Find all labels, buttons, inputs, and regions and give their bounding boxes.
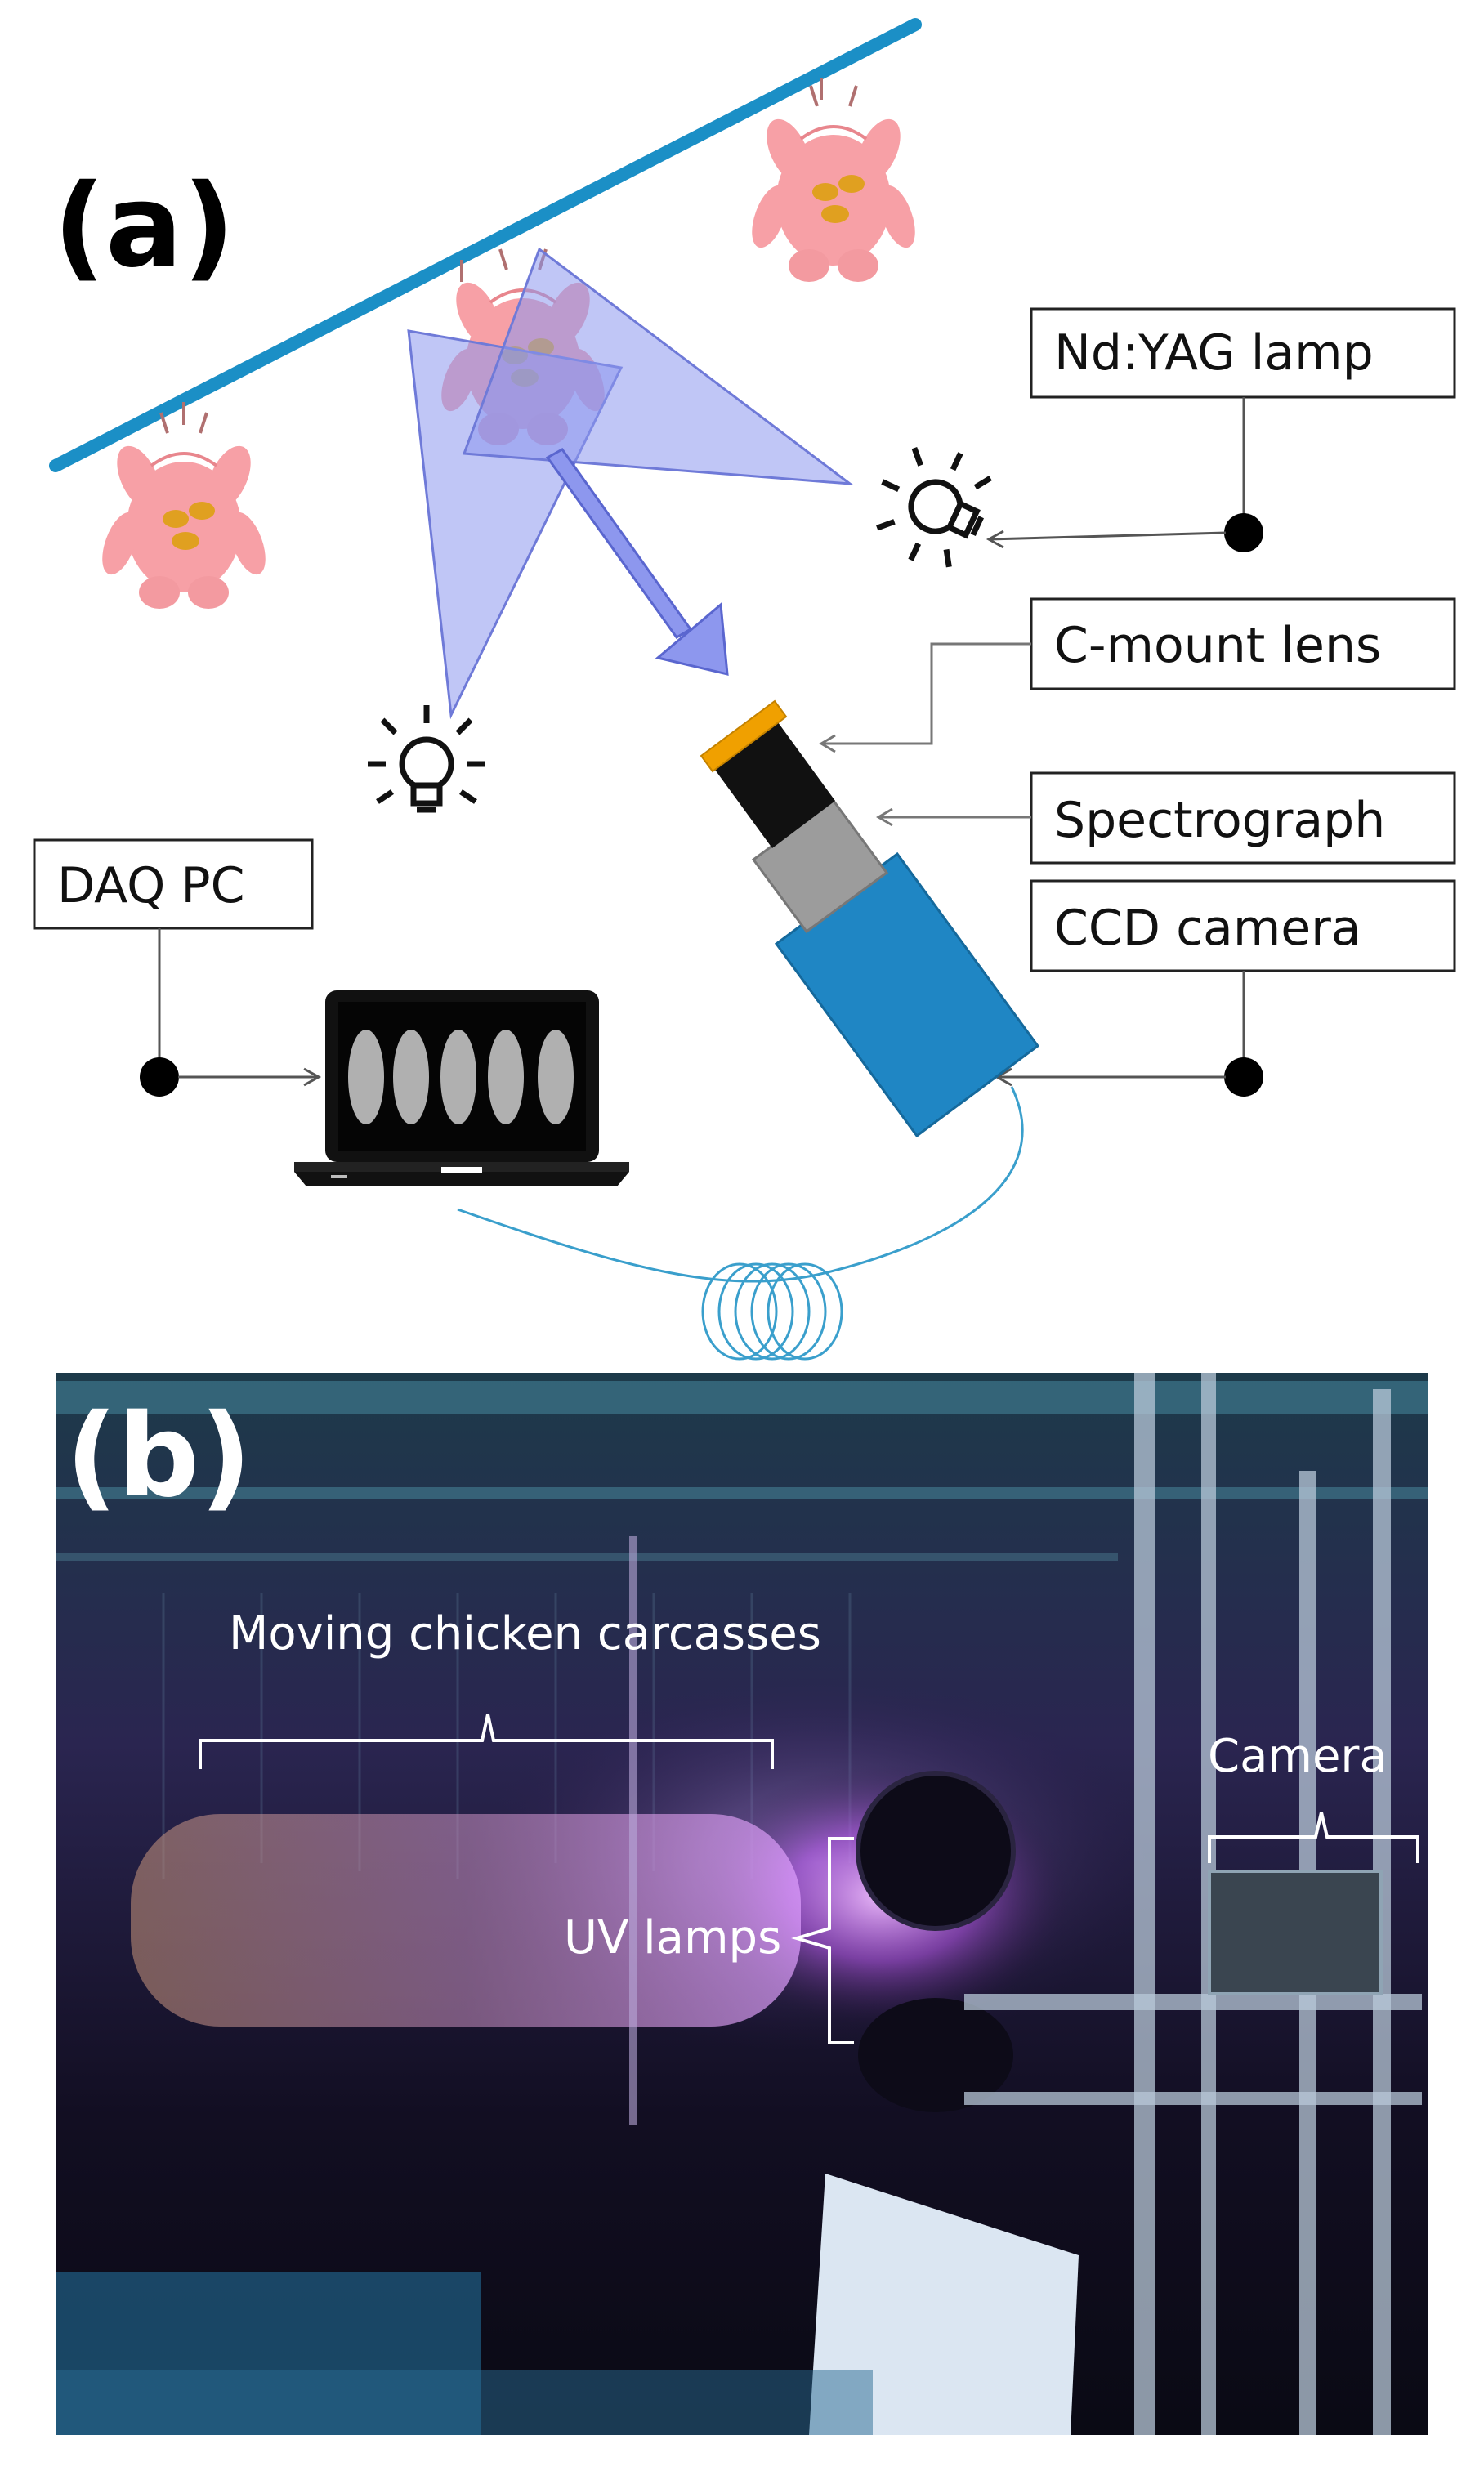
- daq-pc-box: [33, 838, 314, 930]
- ccd-camera-label: CCD camera: [1054, 900, 1361, 957]
- connector-dot: [140, 1057, 179, 1097]
- nd-yag-lamp-label: Nd:YAG lamp: [1054, 324, 1374, 382]
- connector-dot: [1224, 1057, 1263, 1097]
- panel-b: (b) Moving chicken carcasses UV lamps Ca…: [56, 1373, 1428, 2435]
- chicken-carcass-icon: [743, 84, 924, 284]
- light-beam: [462, 247, 854, 485]
- hook-icon: [182, 78, 823, 425]
- lamp-bulb-icon: [857, 428, 1002, 579]
- cable-coil: [701, 1262, 843, 1361]
- uv-lamp: [858, 1998, 1013, 2112]
- c-mount-lens-box: [1030, 597, 1456, 690]
- daq-pc-label: DAQ PC: [57, 857, 245, 914]
- panel-a: (a) Nd:YAG lamp C-m: [33, 18, 1456, 1361]
- panel-b-label: (b): [65, 1390, 252, 1523]
- c-mount-lens-label: C-mount lens: [1054, 617, 1381, 674]
- ccd-camera-box: [1030, 879, 1456, 972]
- c-mount-lens-body: [715, 722, 835, 848]
- uv-lamps-annotation: UV lamps: [564, 1911, 781, 1964]
- chicken-carcass-icon: [93, 411, 275, 610]
- fiber-cable: [457, 1086, 1024, 1283]
- emission-arrow: [545, 448, 729, 676]
- camera-bracket: [1208, 1812, 1419, 1863]
- camera-device: [1208, 1870, 1383, 1995]
- lamp-bulb-icon: [368, 705, 485, 810]
- carcasses-annotation: Moving chicken carcasses: [229, 1607, 821, 1660]
- uv-lamp: [856, 1771, 1016, 1931]
- lens-cap: [700, 699, 788, 773]
- panel-a-label: (a): [53, 160, 235, 293]
- laptop-icon: [294, 990, 629, 1186]
- connector-dot: [1224, 513, 1263, 552]
- carcasses-bracket: [199, 1714, 774, 1769]
- nd-yag-lamp-box: [1030, 307, 1456, 399]
- spectrograph-label: Spectrograph: [1054, 792, 1385, 849]
- spectrograph-box: [1030, 771, 1456, 865]
- conveyor-rail: [49, 18, 922, 472]
- camera-assembly: [700, 699, 1040, 1138]
- camera-annotation: Camera: [1208, 1730, 1388, 1783]
- uv-lamps-bracket: [791, 1837, 854, 2044]
- photo: [56, 1373, 1428, 2435]
